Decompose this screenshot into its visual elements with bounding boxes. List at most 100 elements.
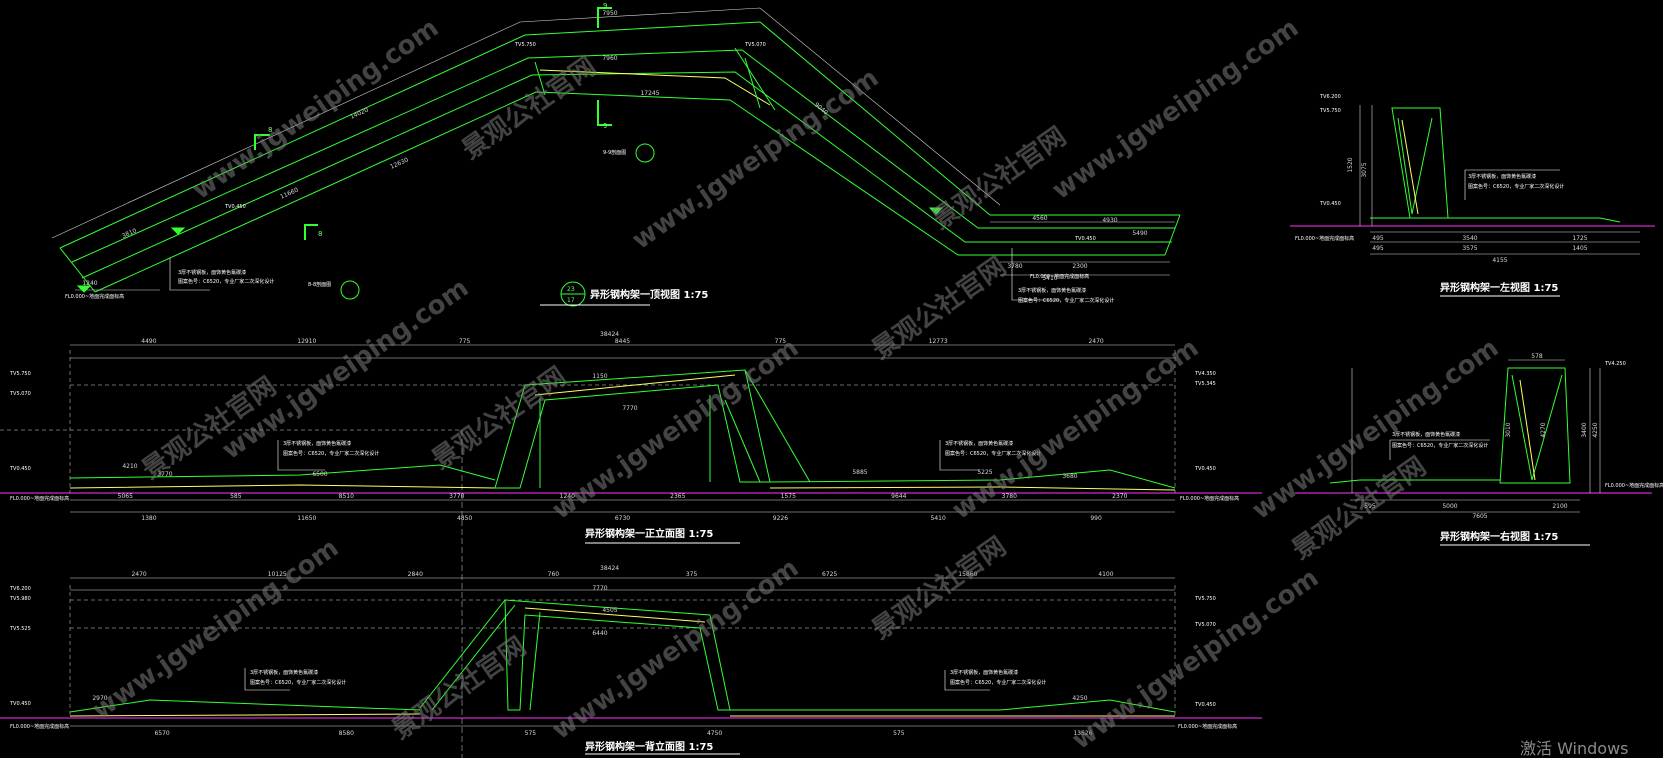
top-post-b xyxy=(734,47,776,111)
left-level-tv0450: TV0.450 xyxy=(1319,201,1341,207)
dimension-label: 8580 xyxy=(339,730,354,737)
back-level-fl-r: FL0.000~地面完成面标高 xyxy=(1178,723,1237,730)
left-view-title: 异形钢构架一左视图 1:75 xyxy=(1440,281,1558,294)
front-ramp-right-beam xyxy=(769,486,1176,491)
top-view xyxy=(51,7,1181,307)
dimension-label: 760 xyxy=(548,571,560,578)
dimension-label: 5000 xyxy=(1442,503,1457,510)
dimension-label: 10125 xyxy=(268,571,287,578)
section-mark-9-top xyxy=(597,7,612,28)
front-level-tv0450: TV0.450 xyxy=(9,466,31,472)
top-level-fl: FL0.000~地面完成面标高 xyxy=(65,293,124,300)
front-level-tv5750: TV5.750 xyxy=(9,371,31,377)
right-leader xyxy=(1389,439,1490,460)
right-note-1: 3厚不锈钢板，面饰黄色氟碳漆 xyxy=(1392,431,1460,438)
right-view-title: 异形钢构架一右视图 1:75 xyxy=(1440,530,1558,543)
back-note-b1: 3厚不锈钢板，面饰黄色氟碳漆 xyxy=(950,669,1018,676)
dimension-label: 1380 xyxy=(141,515,156,522)
top-level-tv5070: TV5.070 xyxy=(744,42,766,48)
dimension-label: 6730 xyxy=(615,515,630,522)
dimension-label: 2470 xyxy=(131,571,146,578)
dimension-label: 2470 xyxy=(1088,338,1103,345)
overall-dimension: 38424 xyxy=(600,331,619,338)
dimension-label: 9226 xyxy=(773,515,788,522)
dimension-label: 9644 xyxy=(891,493,906,500)
dimension-label: 2100 xyxy=(1552,503,1567,510)
dimension-label: 2300 xyxy=(1072,263,1087,270)
right-frame-inner xyxy=(1511,374,1563,481)
top-level-tv5750: TV5.750 xyxy=(514,42,536,48)
dimension-label: 4270 xyxy=(1540,422,1547,437)
dimension-label: 4155 xyxy=(1492,257,1507,264)
overall-dimension: 38424 xyxy=(600,565,619,572)
dimension-label: 495 xyxy=(1372,245,1384,252)
front-strut xyxy=(744,369,811,483)
front-ramp-left xyxy=(69,464,496,481)
back-elevation xyxy=(0,577,1262,755)
dimension-label: 3400 xyxy=(1581,422,1588,437)
front-note-b1: 3厚不锈钢板，面饰黄色氟碳漆 xyxy=(945,440,1013,447)
back-ramp-left xyxy=(69,699,421,713)
right-level-fl: FL0.000~地面完成面标高 xyxy=(1605,482,1663,489)
dimension-label: 3770 xyxy=(449,493,464,500)
left-view xyxy=(1290,105,1655,297)
left-beam xyxy=(1401,119,1419,215)
front-level-tv0450-r: TV0.450 xyxy=(1194,466,1216,472)
back-level-tv5980: TV5.980 xyxy=(9,596,31,602)
top-outline-inner xyxy=(81,71,1172,279)
dimension-label: 1240 xyxy=(560,493,575,500)
top-post-a xyxy=(534,61,546,96)
dimension-label: 4210 xyxy=(122,463,137,470)
dimension-label: 575 xyxy=(525,730,537,737)
dimension-label: 990 xyxy=(1090,515,1102,522)
top-note-b2: 图案色号：C6520，专业厂家二次深化设计 xyxy=(1018,297,1114,304)
arrow-marker-2 xyxy=(170,227,186,235)
front-leader-right xyxy=(939,440,980,471)
dimension-label: 15860 xyxy=(958,571,977,578)
badge-bottom: 17 xyxy=(567,297,575,304)
section-mark-top-label: 9 xyxy=(603,2,607,10)
back-note-b2: 图案色号：C6520，专业厂家二次深化设计 xyxy=(950,679,1046,686)
back-level-tv5750: TV5.750 xyxy=(1194,596,1216,602)
dimension-label: 5410 xyxy=(931,515,946,522)
dimension-label: 1725 xyxy=(1572,235,1587,242)
dimension-label: 1520 xyxy=(1347,157,1354,172)
dimension-label: 2840 xyxy=(408,571,423,578)
top-post-c xyxy=(744,57,761,109)
front-level-fl: FL0.000~地面完成面标高 xyxy=(10,495,69,502)
back-level-tv5525: TV5.525 xyxy=(9,626,31,632)
dimension-label: 1405 xyxy=(1572,245,1587,252)
front-note-b2: 图案色号：C6520，专业厂家二次深化设计 xyxy=(945,450,1041,457)
back-central-frame xyxy=(504,599,731,711)
right-ramp xyxy=(1329,479,1500,484)
back-strut-left xyxy=(419,599,506,709)
dimension-label: 5410 xyxy=(1042,275,1057,282)
front-note-a1: 3厚不锈钢板，面饰黄色氟碳漆 xyxy=(283,440,351,447)
dimension-label: 7770 xyxy=(622,405,637,412)
front-level-tv5345: TV5.345 xyxy=(1194,381,1216,387)
section-mark-bottom-label: 9 xyxy=(603,122,607,130)
arrow-marker-1 xyxy=(928,207,944,215)
front-ramp-right xyxy=(769,469,1176,489)
right-note-2: 图案色号：C6520，专业厂家二次深化设计 xyxy=(1392,442,1488,449)
dimension-label: 3540 xyxy=(1462,235,1477,242)
dimension-label: 3770 xyxy=(157,471,172,478)
left-frame-inner xyxy=(1397,117,1433,215)
dimension-label: 4250 xyxy=(1592,422,1599,437)
dimension-label: 1575 xyxy=(781,493,796,500)
dimension-label: 3010 xyxy=(1505,422,1512,437)
dimension-label: 3780 xyxy=(1007,263,1022,270)
left-note-2: 图案色号：C6520，专业厂家二次深化设计 xyxy=(1468,183,1564,190)
dimension-label: 595 xyxy=(1364,503,1376,510)
top-beam xyxy=(539,69,771,106)
section-mark-left-bottom-label: 8 xyxy=(318,230,322,238)
dimension-label: 7605 xyxy=(1472,513,1487,520)
front-level-fl-r: FL0.000~地面完成面标高 xyxy=(1180,495,1239,502)
back-note-a1: 3厚不锈钢板，面饰黄色氟碳漆 xyxy=(250,669,318,676)
front-note-a2: 图案色号：C6520，专业厂家二次深化设计 xyxy=(283,450,379,457)
